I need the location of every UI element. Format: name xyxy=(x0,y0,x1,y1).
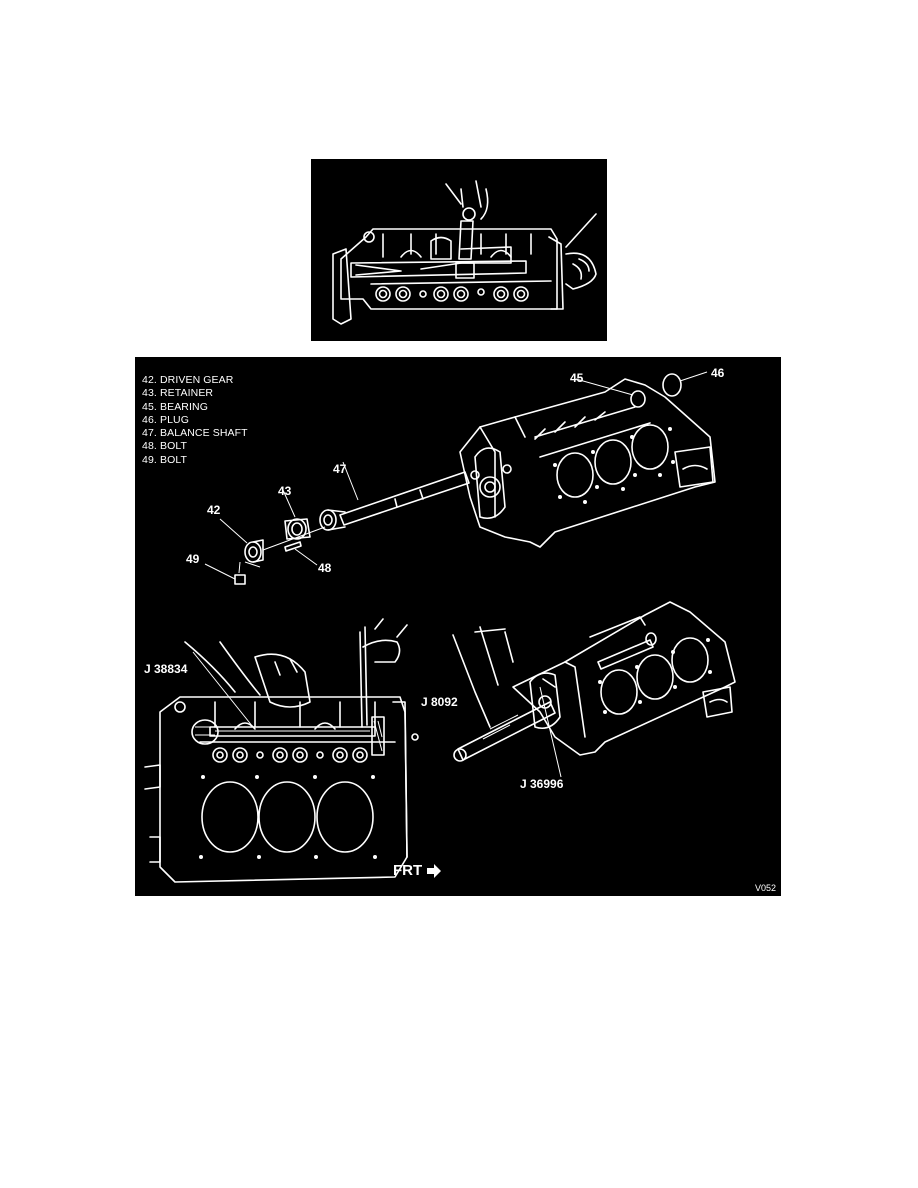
legend-item-retainer: 43.RETAINER xyxy=(142,387,214,400)
legend-item-plug: 46.PLUG xyxy=(142,413,189,426)
callout-48: 48 xyxy=(318,561,332,575)
front-label: FRT xyxy=(393,862,423,879)
engine-block-lower-right xyxy=(452,601,736,778)
tool-label-j38834: J 38834 xyxy=(144,662,188,676)
callout-42: 42 xyxy=(207,503,221,517)
legend-item-bolt-48: 48.BOLT xyxy=(142,440,188,453)
figure-code: V052 xyxy=(754,883,776,893)
tool-label-j8092: J 8092 xyxy=(421,695,458,709)
callout-47: 47 xyxy=(333,462,347,476)
front-direction-indicator: FRT xyxy=(393,862,442,879)
callout-43: 43 xyxy=(278,484,292,498)
balance-shaft-install-drawing xyxy=(332,180,597,325)
main-illustration: 42.DRIVEN GEAR 43.RETAINER 45.BEARING 46… xyxy=(135,357,781,896)
top-illustration xyxy=(311,159,607,341)
engine-block-upper xyxy=(459,371,716,548)
callout-49: 49 xyxy=(186,552,200,566)
callout-46: 46 xyxy=(711,366,725,380)
gear-and-retainer-exploded xyxy=(204,489,326,585)
legend-item-bearing: 45.BEARING xyxy=(142,400,208,413)
legend-item-driven-gear: 42.DRIVEN GEAR xyxy=(142,374,234,386)
tool-label-j36996: J 36996 xyxy=(520,777,564,791)
engine-block-exploded-drawings xyxy=(144,371,736,883)
callout-45: 45 xyxy=(570,371,584,385)
legend-item-bolt-49: 49.BOLT xyxy=(142,453,188,466)
parts-legend: 42.DRIVEN GEAR 43.RETAINER 45.BEARING 46… xyxy=(142,374,248,467)
balance-shaft-exploded xyxy=(319,461,470,531)
engine-block-lower-left xyxy=(144,618,419,883)
arrow-right-icon xyxy=(427,863,442,878)
legend-item-balance-shaft: 47.BALANCE SHAFT xyxy=(142,427,248,440)
